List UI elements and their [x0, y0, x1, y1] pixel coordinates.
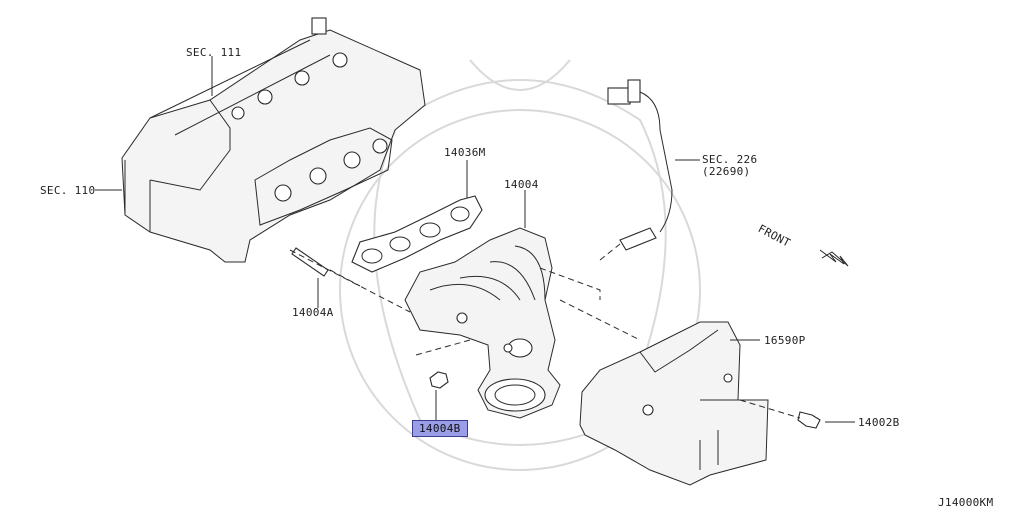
- stud-14004a: [291, 247, 329, 277]
- oxygen-sensor: [607, 79, 673, 251]
- front-arrow: [819, 249, 849, 267]
- label-sec-111: SEC. 111: [186, 46, 242, 59]
- gasket-14036m: [351, 195, 483, 273]
- label-14004b[interactable]: 14004B: [412, 420, 468, 437]
- leader-lines: [95, 56, 855, 423]
- label-14004: 14004: [504, 178, 539, 191]
- diagram-code: J14000KM: [938, 496, 994, 509]
- label-14036m: 14036M: [444, 146, 486, 159]
- heat-insulator-16590p: [579, 321, 769, 486]
- label-sec-110: SEC. 110: [40, 184, 96, 197]
- exhaust-manifold-14004: [404, 227, 561, 419]
- label-sec-226: SEC. 226: [702, 153, 758, 166]
- label-14002b: 14002B: [858, 416, 900, 429]
- nut-14004b: [429, 371, 449, 389]
- label-14004a: 14004A: [292, 306, 334, 319]
- cylinder-head: [121, 17, 426, 263]
- bolt-14002b: [797, 411, 821, 429]
- alignment-lines: [289, 243, 801, 419]
- label-16590p: 16590P: [764, 334, 806, 347]
- label-sec-226-sub: (22690): [702, 165, 751, 178]
